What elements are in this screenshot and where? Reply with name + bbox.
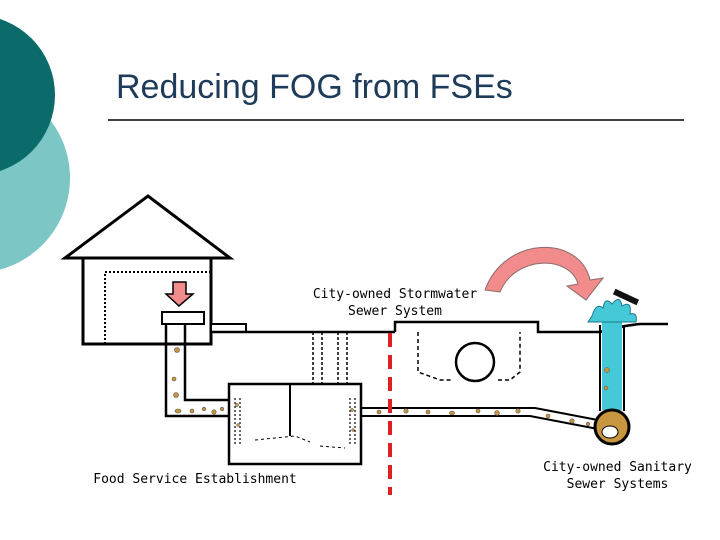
overflow-curved-arrow (484, 247, 605, 301)
fog-particle-shaft-2 (603, 385, 609, 391)
sink-counter (161, 311, 205, 325)
fog-particles-interceptor (235, 403, 355, 432)
sanitary-label-line-2: Sewer Systems (566, 477, 669, 492)
grease-interceptor-tank (227, 382, 363, 466)
manhole-shaft (599, 325, 625, 411)
fog-particle-shaft-1 (604, 367, 610, 373)
sanitary-main-opening (601, 425, 619, 439)
interceptor-inlet-tee (234, 398, 241, 446)
main-pipe-bottom (361, 415, 599, 430)
storm-basin-right (498, 332, 521, 381)
storm-basin-left (417, 332, 452, 381)
house-roof (60, 194, 235, 260)
interceptor-outlet-tee (349, 398, 356, 446)
stormwater-label-line-2: Sewer System (348, 304, 442, 319)
theme-circle-dark (0, 19, 55, 171)
sanitary-label: City-owned Sanitary Sewer Systems (535, 459, 700, 493)
fog-particles-main (376, 408, 591, 427)
interceptor-sludge-line (254, 435, 311, 443)
interceptor-riser-right (337, 332, 348, 385)
interceptor-riser-left (312, 332, 323, 385)
lateral-pipe-inner (183, 324, 230, 402)
overflow-splash (587, 299, 637, 323)
house-body (81, 256, 213, 346)
sanitary-label-line-1: City-owned Sanitary (543, 460, 692, 475)
lateral-pipe-outer (164, 324, 230, 418)
overflow-water-column (602, 318, 622, 410)
interceptor-sludge-line-2 (319, 445, 346, 449)
storm-pipe-circle (454, 341, 496, 383)
fog-particles-lateral (171, 347, 225, 415)
ground-line-right (393, 320, 668, 334)
house-interior-wall (104, 271, 210, 344)
fse-label: Food Service Establishment (93, 472, 297, 487)
stormwater-label: City-owned Stormwater Sewer System (300, 286, 490, 320)
drain-down-arrow (164, 281, 196, 308)
slide-title: Reducing FOG from FSEs (116, 68, 513, 106)
stormwater-label-line-1: City-owned Stormwater (312, 287, 478, 302)
main-pipe-top (361, 407, 604, 422)
manhole-cover (612, 288, 640, 306)
